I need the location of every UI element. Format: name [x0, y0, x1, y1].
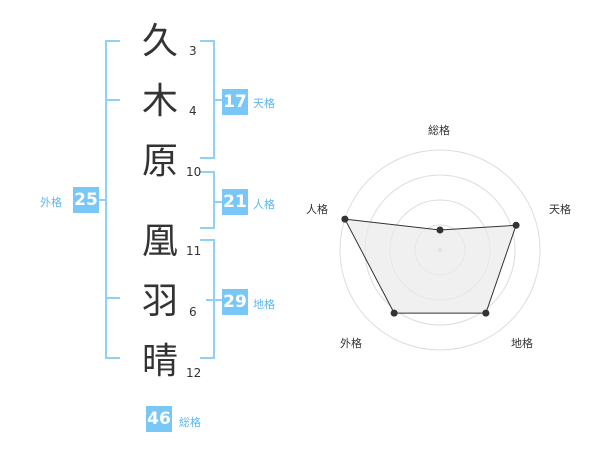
radar-ring-4	[339, 149, 541, 351]
chikaku-label: 地格	[253, 298, 275, 311]
soukaku-label: 総格	[179, 416, 201, 429]
radar-point-1	[512, 221, 520, 229]
stroke-count-3: 10	[186, 165, 202, 179]
gaikaku-value-box: 25	[73, 187, 99, 213]
radar-series-polygon	[344, 218, 517, 314]
radar-axis-label-soukaku: 総格	[428, 124, 450, 137]
jinkaku-value-box: 21	[222, 189, 248, 215]
name-char-2: 木	[142, 81, 179, 122]
stroke-count-1: 3	[189, 44, 197, 58]
radar-axis-label-gaikaku: 外格	[340, 337, 362, 350]
name-char-4: 凰	[142, 221, 179, 262]
radar-axis-label-chikaku: 地格	[511, 337, 533, 350]
tenkaku-label: 天格	[253, 97, 275, 110]
radar-point-2	[482, 309, 490, 317]
stroke-count-2: 4	[189, 104, 197, 118]
soukaku-value-box: 46	[146, 406, 172, 432]
radar-point-3	[390, 309, 398, 317]
stroke-count-4: 11	[186, 244, 202, 258]
name-char-5: 羽	[142, 281, 179, 322]
radar-point-4	[341, 215, 349, 223]
name-char-6: 晴	[142, 341, 179, 382]
stroke-count-5: 6	[189, 305, 197, 319]
radar-point-0	[436, 226, 444, 234]
radar-axis-label-tenkaku: 天格	[549, 203, 571, 216]
jinkaku-bracket	[200, 171, 215, 229]
stroke-count-6: 12	[186, 366, 202, 380]
radar-axis-label-jinkaku: 人格	[306, 203, 328, 216]
jinkaku-label: 人格	[253, 198, 275, 211]
gaikaku-label: 外格	[40, 196, 62, 209]
chikaku-value-box: 29	[222, 289, 248, 315]
name-char-1: 久	[142, 21, 179, 62]
tenkaku-value-box: 17	[222, 89, 248, 115]
name-char-3: 原	[142, 141, 179, 182]
